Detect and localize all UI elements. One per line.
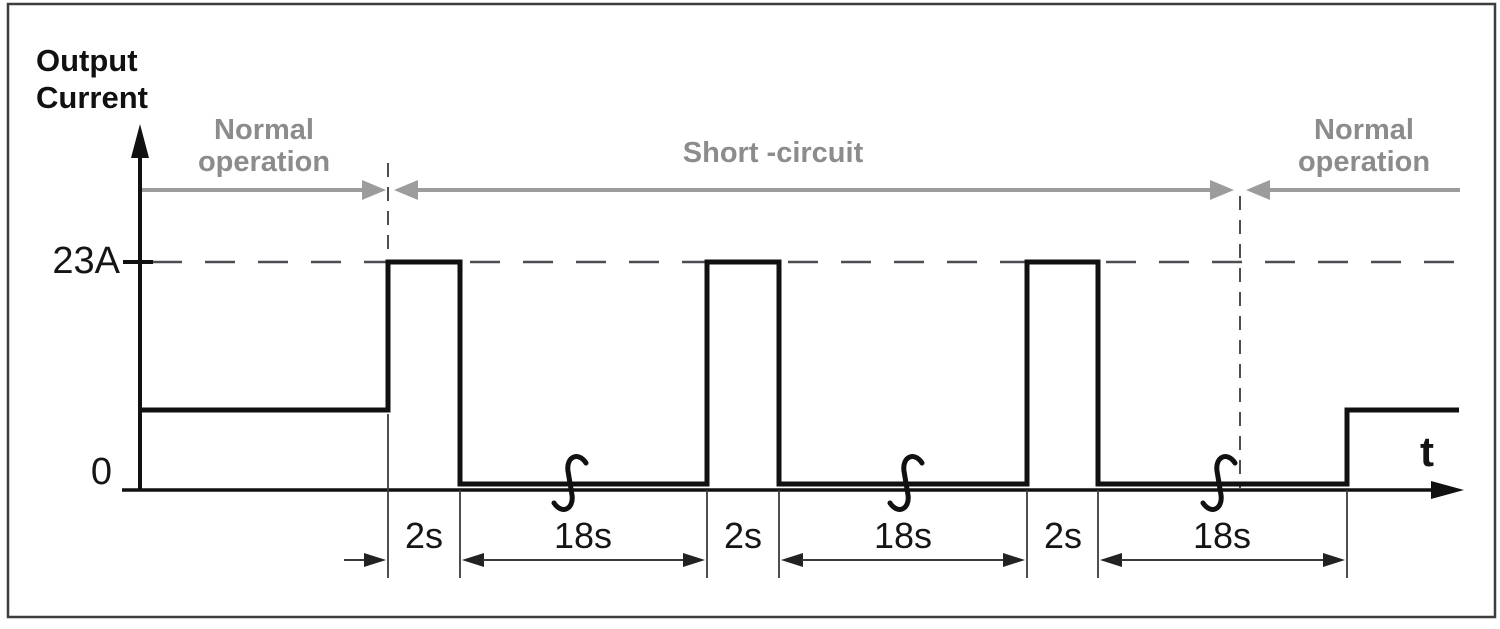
y-axis-title: Output Current <box>36 43 148 115</box>
y-tick-0: 0 <box>90 451 112 493</box>
duration-label-18s-2: 18s <box>873 515 933 556</box>
y-axis <box>123 124 153 490</box>
x-axis <box>122 481 1464 499</box>
duration-label-2s-1: 2s <box>404 515 444 556</box>
region-label-short-circuit: Short -circuit <box>682 137 864 169</box>
duration-label-2s-3: 2s <box>1043 515 1083 556</box>
waveform <box>140 259 1459 487</box>
x-axis-label-t: t <box>1420 428 1434 475</box>
axis-break-marks <box>551 454 1238 512</box>
duration-label-18s-1: 18s <box>553 515 613 556</box>
figure-border <box>6 2 1497 619</box>
dimension-extension-lines <box>387 414 1348 578</box>
duration-label-2s-2: 2s <box>723 515 763 556</box>
region-span-arrows <box>140 180 1460 200</box>
dimension-lines <box>344 553 1345 567</box>
region-label-normal-right: Normal operation <box>1297 114 1431 178</box>
duration-label-18s-3: 18s <box>1192 515 1252 556</box>
region-label-normal-left: Normal operation <box>197 114 331 178</box>
y-tick-23a: 23A <box>52 240 120 282</box>
